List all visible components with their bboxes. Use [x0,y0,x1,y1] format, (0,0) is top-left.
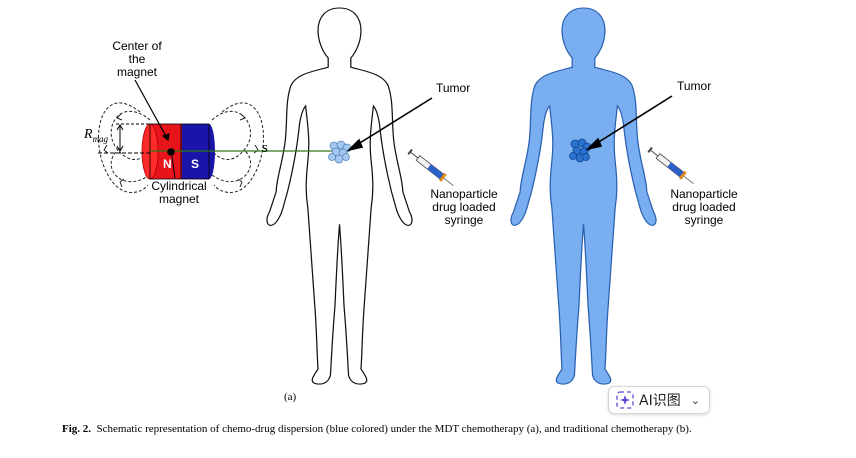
tumor-label-left: Tumor [436,81,471,95]
caption-text: Schematic representation of chemo-drug d… [96,423,692,435]
center-pointer [134,79,175,156]
field-arrows [103,113,259,188]
pole-s-label: S [191,157,200,171]
caption-prefix: Fig. 2. [62,423,92,435]
body-outline-left [266,7,413,385]
cylindrical-magnet-label: Cylindrical magnet [147,180,211,206]
rmag-label: Rmag [84,128,108,146]
syringe-left-line-3: syringe [444,213,484,227]
syringe-right-line-2: drug loaded [672,200,736,214]
syringe-right [647,146,694,185]
syringe-left [407,148,454,187]
syringe-left-line-2: drug loaded [432,200,496,214]
sparkle-icon [616,391,634,409]
panel-letter-a: (a) [284,391,297,403]
ai-image-recognition-button[interactable]: AI识图 ⌄ [608,386,710,414]
axis-s-label: s [262,140,268,156]
rmag-dimension [98,123,150,154]
cylindrical-magnet-pointer [171,155,176,179]
body-blue-right [510,7,657,385]
syringe-left-line-1: Nanoparticle [430,187,498,201]
chevron-down-icon[interactable]: ⌄ [690,394,700,407]
magnet-label-line-1: Cylindrical [151,179,207,193]
center-label-line-2: the [128,52,146,66]
tumor-pointer-right [585,95,673,151]
ai-button-label: AI识图 [639,393,681,409]
syringe-right-line-1: Nanoparticle [670,187,738,201]
magnetic-field-lines [98,102,264,193]
pole-n-label: N [163,157,172,171]
tumor-pointer-left [346,97,433,152]
syringe-label-left: Nanoparticle drug loaded syringe [424,188,504,227]
tumor-right [569,138,592,163]
tumor-label-right: Tumor [677,79,712,93]
center-label-line-3: magnet [116,65,158,79]
figure-caption: Fig. 2. Schematic representation of chem… [62,423,692,435]
magnet-label-line-2: magnet [158,192,200,206]
tumor-left [328,140,352,164]
center-of-magnet-label: Center of the magnet [108,40,166,79]
rmag-subscript: mag [92,133,109,144]
syringe-label-right: Nanoparticle drug loaded syringe [664,188,744,227]
center-label-line-1: Center of [112,39,162,53]
rmag-symbol: R [84,127,93,142]
syringe-right-line-3: syringe [684,213,724,227]
